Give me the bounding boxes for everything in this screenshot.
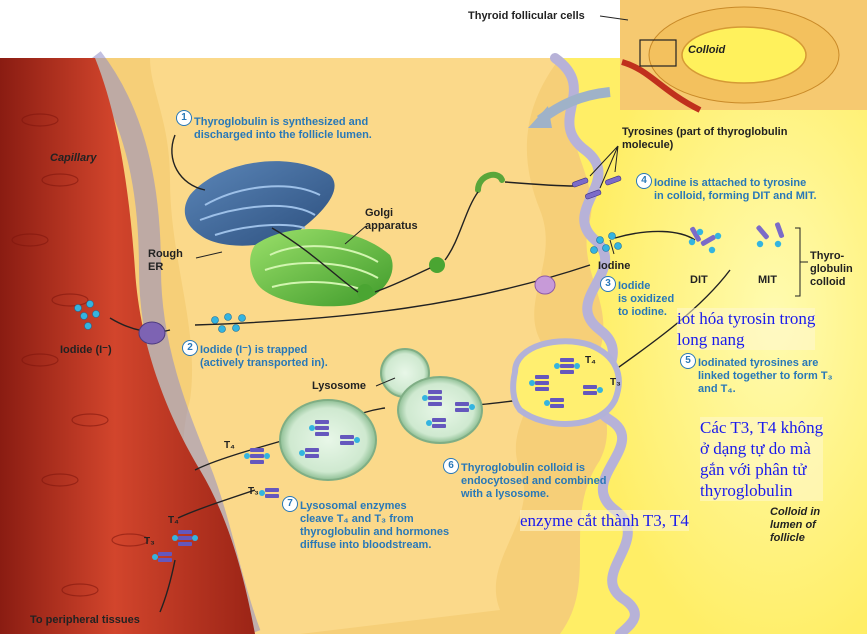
leader-lines <box>195 15 629 387</box>
rough-er-label: Rough ER <box>148 248 183 273</box>
step-3-text: Iodide is oxidized to iodine. <box>618 280 675 318</box>
step-4-text: Iodine is attached to tyrosine in colloi… <box>654 177 817 202</box>
dit-molecules <box>688 226 722 254</box>
tyrosine-pointers <box>589 145 619 189</box>
step-1-number: 1 <box>176 110 192 126</box>
capillary-vessel <box>0 58 255 634</box>
thyroid-follicular-cells-label: Thyroid follicular cells <box>468 10 585 22</box>
endocytic-vesicle <box>510 338 622 427</box>
mit-molecules <box>756 222 785 248</box>
peripheral-tissues-label: To peripheral tissues <box>30 614 140 626</box>
step-2-text: Iodide (I⁻) is trapped (actively transpo… <box>200 344 328 369</box>
t4-label: T₄ <box>168 515 179 526</box>
t3-label: T₃ <box>248 486 259 497</box>
step-5-number: 5 <box>680 353 696 369</box>
step-5-text: Iodinated tyrosines are linked together … <box>698 357 833 395</box>
digesting-lysosome <box>279 399 377 481</box>
step-4-number: 4 <box>636 173 652 189</box>
phagolysosome <box>397 376 483 444</box>
colloid-lumen-label: Colloid in lumen of follicle <box>770 506 821 544</box>
vesicle <box>429 257 445 273</box>
rough-er <box>184 161 335 246</box>
colloid-inset-label: Colloid <box>688 44 726 56</box>
step-2-number: 2 <box>182 340 198 356</box>
iodine-label: Iodine <box>598 260 631 272</box>
vesicle <box>357 284 373 300</box>
peroxidase-enzyme <box>534 275 556 295</box>
note-enzyme-cleavage: enzyme cắt thành T3, T4 <box>520 510 689 531</box>
t4-label: T₄ <box>224 440 235 451</box>
t3-label: T₃ <box>610 377 621 388</box>
iodide-symporter <box>138 321 166 345</box>
thyroglobulin-colloid-label: Thyro- globulin colloid <box>810 250 853 288</box>
note-iodination: iot hóa tyrosin trong long nang <box>677 308 816 350</box>
lysosome-label: Lysosome <box>312 380 367 392</box>
mit-label: MIT <box>758 274 777 286</box>
tyrosine-molecules <box>572 175 622 200</box>
step-6-number: 6 <box>443 458 459 474</box>
step-7-text: Lysosomal enzymes cleave T₄ and T₃ from … <box>300 500 450 551</box>
capillary-wall-cells <box>11 113 149 597</box>
tyrosines-label: Tyrosines (part of thyroglobulin molecul… <box>622 126 788 151</box>
t3-label: T₃ <box>144 536 155 547</box>
capillary-label: Capillary <box>50 152 97 164</box>
thyroglobulin-bracket <box>795 227 808 297</box>
step-3-number: 3 <box>600 276 616 292</box>
inset-pointer-head <box>528 106 552 128</box>
hormone-molecules <box>152 358 603 562</box>
step-6-text: Thyroglobulin colloid is endocytosed and… <box>461 462 607 500</box>
iodide-ions <box>74 232 622 333</box>
iodide-label: Iodide (I⁻) <box>60 344 112 356</box>
golgi-label: Golgi apparatus <box>365 207 418 232</box>
dit-label: DIT <box>690 274 708 286</box>
step-7-number: 7 <box>282 496 298 512</box>
t4-label: T₄ <box>585 355 596 366</box>
follicle-inset <box>620 0 867 113</box>
note-bound-hormones: Các T3, T4 không ở dạng tự do mà gắn với… <box>700 417 824 501</box>
step-1-text: Thyroglobulin is synthesized and dischar… <box>194 116 372 141</box>
exocytosis-vesicle <box>475 171 505 193</box>
